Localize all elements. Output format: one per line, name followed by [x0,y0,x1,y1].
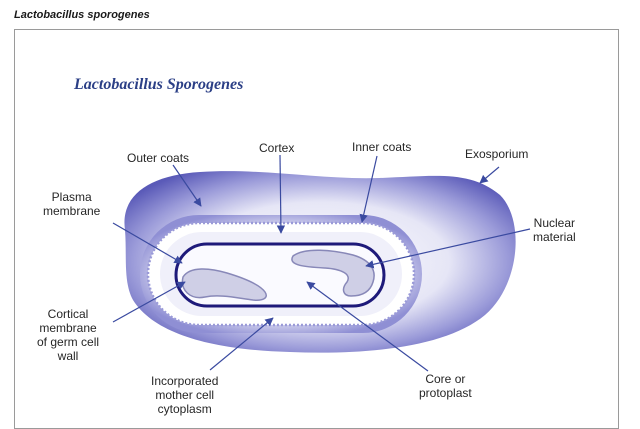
diagram-frame: Lactobacillus Sporogenes [14,29,619,429]
label-incorporated-cytoplasm: Incorporated mother cell cytoplasm [151,374,219,416]
spore-illustration [112,154,531,372]
pointer-core [306,281,429,372]
pointer-nuclear-material [365,228,531,269]
label-nuclear-material: Nuclear material [533,216,576,244]
label-outer-coats: Outer coats [127,151,190,165]
label-inner-coats: Inner coats [352,140,412,154]
pointer-cortex [276,154,286,234]
pointer-cortical-membrane [112,281,186,323]
label-plasma-membrane: Plasma membrane [43,190,101,218]
nucleoid-right [291,249,375,297]
label-core-protoplast: Core or protoplast [419,372,472,400]
label-cortex: Cortex [259,141,295,155]
pointer-plasma-membrane [112,222,183,264]
nucleoid-left [181,268,267,301]
pointer-incorporated-cytoplasm [209,317,274,371]
pointer-exosporium [479,166,500,184]
label-cortical-membrane: Cortical membrane of germ cell wall [37,307,100,363]
diagram-title: Lactobacillus Sporogenes [74,76,244,93]
label-exosporium: Exosporium [465,147,529,161]
figure-caption: Lactobacillus sporogenes [14,9,150,21]
pointer-outer-coats [172,164,202,207]
pointer-inner-coats [359,155,378,223]
